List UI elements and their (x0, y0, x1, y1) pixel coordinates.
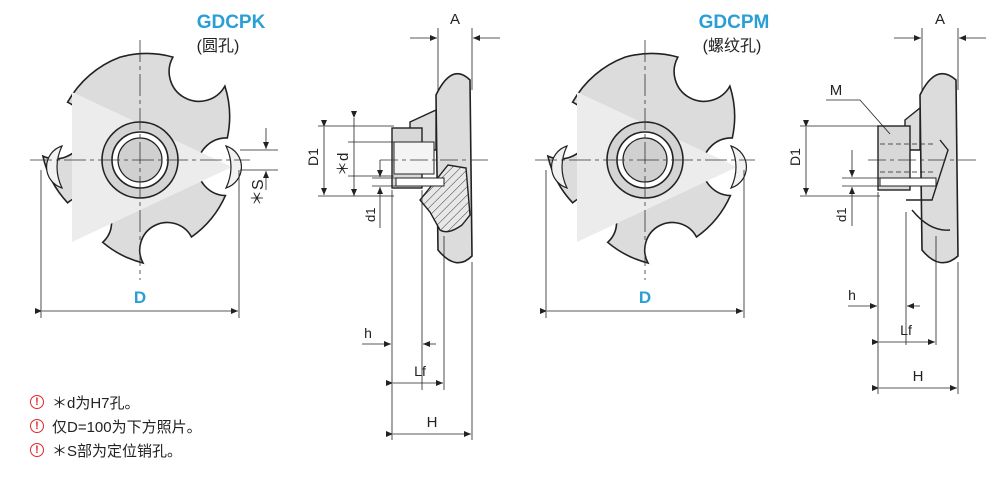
side-pin-left (395, 177, 445, 187)
dim-Lf-label-left: Lf (414, 363, 426, 379)
pin-lens-right-2 (551, 145, 569, 189)
side-hub-bore-left (393, 141, 435, 175)
model-subtitle-gdcpk: (圆孔) (197, 37, 240, 55)
dim-H-label-right: H (913, 368, 924, 385)
note-text: ＊d为H7孔。 (52, 394, 140, 412)
warning-circle-icon: ! (30, 443, 44, 457)
dim-h-label-left: h (364, 325, 372, 341)
pin-hole-lens-left-2 (46, 145, 64, 189)
note-text: ＊S部为定位销孔。 (52, 442, 183, 460)
note-item: ! 仅D=100为下方照片。 (30, 414, 360, 438)
pin-hole-lens-left (224, 145, 242, 189)
dim-A-label-left: A (450, 11, 460, 28)
side-rim-right (919, 72, 959, 264)
dim-D-label-right: D (639, 288, 651, 307)
front-view-gdcpm (535, 40, 755, 318)
model-subtitle-gdcpm: (螺纹孔) (703, 37, 762, 55)
dim-D1-label-left: D1 (305, 148, 321, 166)
note-item: ! ＊S部为定位销孔。 (30, 438, 360, 462)
dim-h-label-right: h (848, 287, 856, 303)
dim-M-leader (826, 99, 891, 135)
model-title-gdcpk: GDCPK (197, 12, 266, 33)
note-text: 仅D=100为下方照片。 (52, 418, 202, 436)
side-view-gdcpk (318, 28, 500, 440)
dim-A-label-right: A (935, 11, 945, 28)
dim-d-label-left: ＊d (335, 153, 352, 176)
warning-circle-icon: ! (30, 395, 44, 409)
note-item: ! ＊d为H7孔。 (30, 390, 360, 414)
dim-D1-label-right: D1 (787, 148, 803, 166)
dim-d1-label-right: d1 (834, 208, 849, 222)
dim-S-label: ＊S (250, 179, 267, 206)
model-title-gdcpm: GDCPM (699, 12, 770, 33)
side-pin-right (879, 177, 937, 187)
dim-D-label-left: D (134, 288, 146, 307)
dim-H-label-left: H (427, 414, 438, 431)
side-view-gdcpm (800, 28, 986, 394)
pin-lens-right-1 (729, 145, 747, 189)
dim-d1-label-left: d1 (363, 208, 378, 222)
front-view-gdcpk (30, 40, 278, 318)
warning-circle-icon: ! (30, 419, 44, 433)
dim-Lf-label-right: Lf (900, 322, 912, 338)
notes-list: ! ＊d为H7孔。 ! 仅D=100为下方照片。 ! ＊S部为定位销孔。 (30, 390, 360, 462)
side-web-curve-right (906, 139, 951, 231)
dim-M-label: M (830, 82, 843, 99)
side-section-hatch-left (419, 164, 471, 233)
